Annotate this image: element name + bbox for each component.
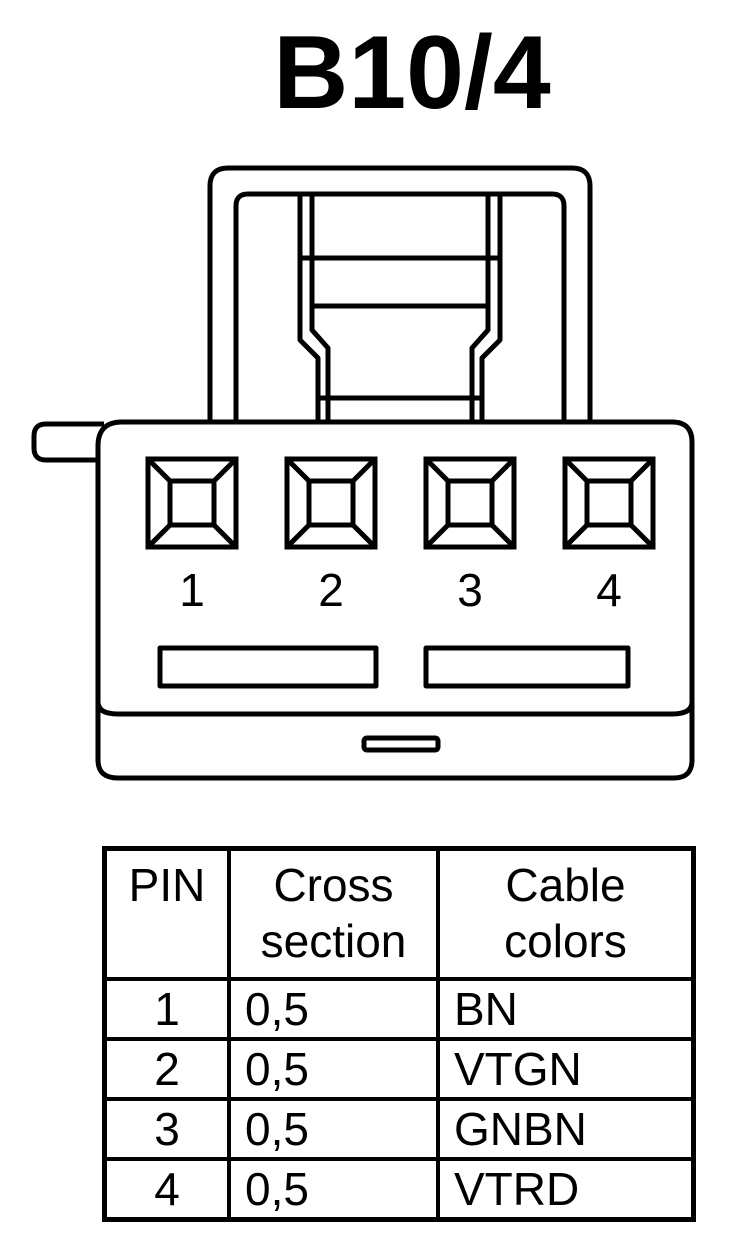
pin-number-label: 2	[318, 564, 344, 616]
latch-outer-frame	[207, 165, 593, 422]
pin-cell: 4	[102, 1157, 231, 1222]
cable-color-cell: VTGN	[436, 1037, 696, 1101]
housing-body	[95, 419, 695, 781]
pin-cell: 2	[102, 1037, 231, 1101]
pin-number-label: 4	[596, 564, 622, 616]
connector-title: B10/4	[273, 15, 551, 131]
pin-number-label: 1	[179, 564, 205, 616]
cross-section-cell: 0,5	[227, 977, 440, 1041]
cable-color-cell: GNBN	[436, 1097, 696, 1161]
cable-color-cell: BN	[436, 977, 696, 1041]
coding-slot-right	[423, 645, 631, 689]
cross-section-cell: 0,5	[227, 1157, 440, 1222]
coding-slot-left	[157, 645, 379, 689]
header-cross-section: Cross section	[227, 846, 440, 981]
small-slot	[361, 735, 441, 753]
pin-cell: 1	[102, 977, 231, 1041]
connector-drawing: 1 2 3 4	[31, 165, 695, 781]
pin-cavity-4	[562, 456, 656, 550]
pin-cavity-2	[284, 456, 378, 550]
cross-section-cell: 0,5	[227, 1037, 440, 1101]
cable-color-cell: VTRD	[436, 1157, 696, 1222]
side-tab	[31, 421, 104, 463]
header-pin: PIN	[102, 846, 231, 981]
pin-number-label: 3	[457, 564, 483, 616]
latch-tongue	[297, 194, 503, 420]
pin-cavity-3	[423, 456, 517, 550]
pin-cavity-1	[145, 456, 239, 550]
cross-section-cell: 0,5	[227, 1097, 440, 1161]
table-header-row: PIN Cross section Cable colors	[102, 846, 696, 981]
pin-cell: 3	[102, 1097, 231, 1161]
latch-tongue-inner	[309, 194, 491, 420]
housing-step-line	[95, 701, 695, 717]
latch-inner-frame	[233, 191, 567, 422]
header-cable-colors: Cable colors	[436, 846, 696, 981]
latch-crossbar-mid	[309, 303, 491, 330]
